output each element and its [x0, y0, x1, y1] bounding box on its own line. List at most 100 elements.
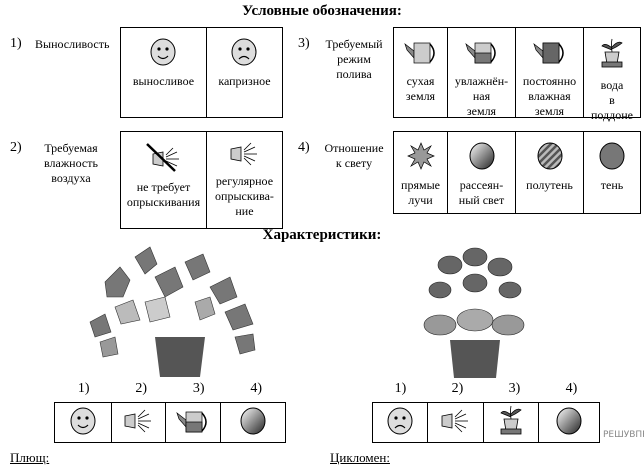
item-text: прямые: [401, 178, 440, 192]
label-line: режим: [337, 52, 371, 66]
label-line: Требуемый: [325, 37, 383, 51]
sun-burst-icon: [406, 142, 435, 178]
ivy-cell: [112, 403, 167, 442]
column-label: 1): [77, 381, 90, 396]
section-1-number: 1): [10, 36, 22, 51]
section-1-label: Выносливость: [35, 37, 110, 51]
column-label: 2): [135, 381, 148, 396]
watering-can-empty-icon: [403, 38, 438, 74]
column-label: 3): [508, 381, 521, 396]
sad-face-icon: [231, 38, 257, 74]
item-text: рассеян-: [459, 178, 504, 192]
legend-item-capricious: капризное: [207, 28, 282, 117]
item-text: поддоне: [590, 108, 634, 122]
column-label: 1): [394, 381, 407, 396]
item-text: влажная: [528, 89, 571, 103]
pot-tray-icon: [599, 38, 625, 78]
legend-item-diffuse: рассеян-ный свет: [448, 132, 516, 213]
label-line: Отношение: [324, 141, 384, 155]
item-text: тень: [600, 178, 624, 192]
item-text: вода: [600, 78, 624, 92]
item-text: регулярное: [215, 174, 274, 188]
ivy-name: Плющ:: [10, 450, 50, 465]
item-text: в: [609, 93, 615, 107]
ivy-cell: [221, 403, 285, 442]
label-line: к свету: [335, 156, 373, 170]
gradient-circle-icon: [240, 407, 266, 439]
section-4-label: Отношение к свету: [318, 141, 390, 171]
legend-item-shade: тень: [584, 132, 640, 213]
characteristics-title: Характеристики:: [262, 227, 382, 243]
label-line: Требуемая: [44, 141, 98, 155]
smile-face-icon: [150, 38, 176, 74]
spray-icon: [123, 409, 153, 437]
endurance-legend-box: выносливое капризное: [120, 27, 283, 118]
watermark: РЕШУВПР.РФ: [603, 430, 644, 440]
watering-can-full-icon: [532, 38, 567, 74]
item-text: выносливое: [132, 74, 195, 88]
section-2-number: 2): [10, 140, 22, 155]
item-text: лучи: [408, 193, 433, 207]
item-text: земля: [405, 89, 436, 103]
ivy-column-labels: 1) 2) 3) 4): [55, 381, 285, 397]
section-3-label: Требуемый режим полива: [318, 37, 390, 82]
item-text: ние: [235, 204, 254, 218]
item-text: полутень: [526, 178, 573, 192]
ivy-characteristics-table: [54, 402, 286, 443]
label-line: влажность: [44, 156, 98, 170]
label-line: полива: [336, 67, 372, 81]
watering-can-half-icon: [176, 407, 210, 439]
section-3-number: 3): [298, 36, 310, 51]
smile-face-icon: [70, 407, 96, 439]
cyclamen-column-labels: 1) 2) 3) 4): [372, 381, 600, 397]
legend-title: Условные обозначения:: [242, 3, 402, 19]
spray-icon: [229, 142, 259, 174]
dark-circle-icon: [599, 142, 625, 178]
item-text: увлажнён-: [454, 74, 509, 88]
item-text: капризное: [218, 74, 271, 88]
column-label: 2): [451, 381, 464, 396]
ivy-cell: [166, 403, 221, 442]
cyclamen-cell: [484, 403, 539, 442]
striped-circle-icon: [537, 142, 563, 178]
item-text: опрыскива-: [215, 189, 274, 203]
label-line: воздуха: [51, 171, 91, 185]
legend-item-hardy: выносливое: [121, 28, 207, 117]
item-text: опрыскивания: [126, 195, 201, 209]
cyclamen-name: Цикломен:: [330, 450, 390, 465]
cyclamen-cell: [428, 403, 485, 442]
section-4-number: 4): [298, 140, 310, 155]
item-text: постоянно: [522, 74, 577, 88]
ivy-cell: [55, 403, 112, 442]
spray-icon: [440, 409, 470, 437]
sad-face-icon: [387, 407, 413, 439]
cyclamen-cell: [539, 403, 599, 442]
pot-tray-icon: [498, 405, 524, 441]
no-spray-icon: [143, 142, 183, 180]
cyclamen-cell: [373, 403, 428, 442]
column-label: 4): [250, 381, 263, 396]
ivy-photo: [89, 246, 256, 377]
column-label: 4): [565, 381, 578, 396]
legend-item-partial-shade: полутень: [516, 132, 584, 213]
item-text: сухая: [406, 74, 435, 88]
item-text: земля: [534, 104, 565, 118]
column-label: 3): [192, 381, 205, 396]
item-text: земля: [466, 104, 497, 118]
cyclamen-characteristics-table: [372, 402, 600, 443]
item-text: ный свет: [458, 193, 505, 207]
item-text: не требует: [136, 180, 191, 194]
gradient-circle-icon: [556, 407, 582, 439]
cyclamen-photo: [423, 247, 525, 378]
